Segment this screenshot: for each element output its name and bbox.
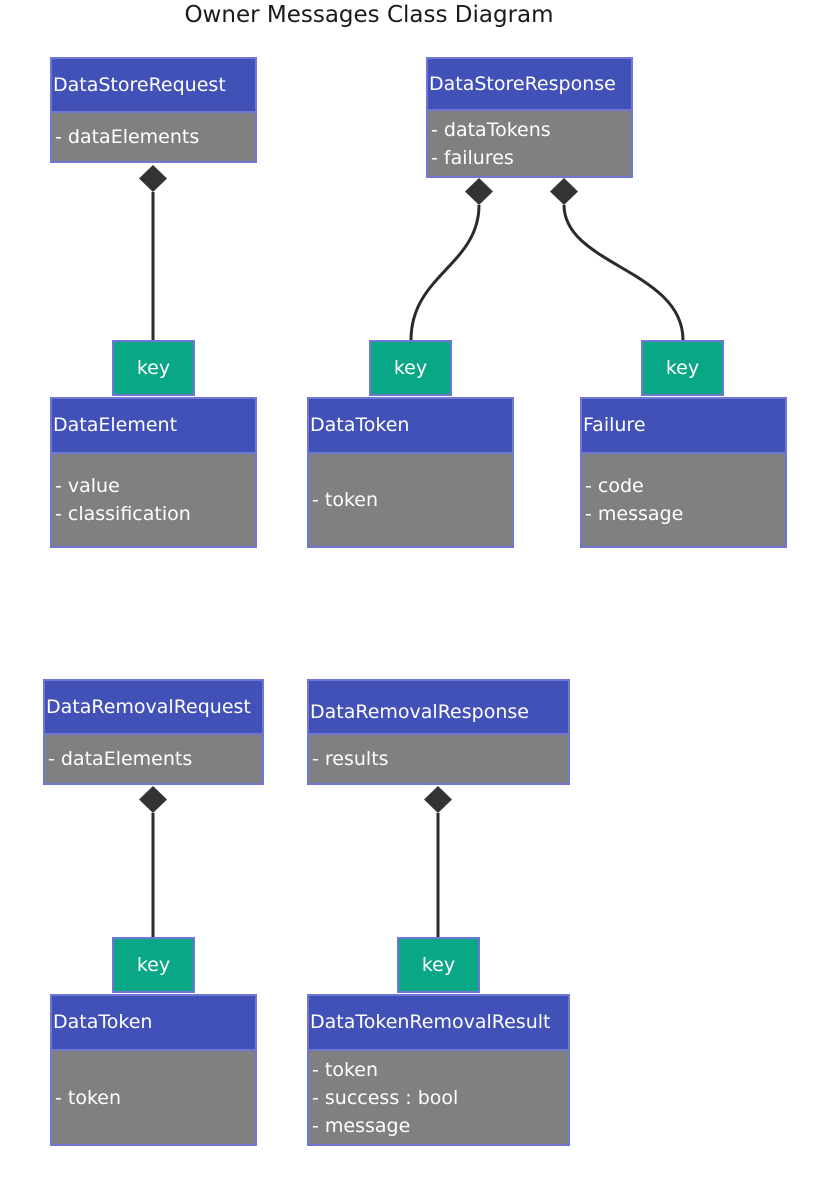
- key-label: key: [112, 937, 195, 993]
- class-datatokenremovalresult[interactable]: DataTokenRemovalResult - token - success…: [307, 994, 570, 1146]
- class-attribute: - dataElements: [48, 748, 193, 770]
- class-name: DataToken: [309, 399, 512, 454]
- composition-diamond: [465, 178, 493, 205]
- class-attribute: - classification: [55, 503, 191, 525]
- class-attributes: - token: [52, 1051, 255, 1144]
- key-label: key: [397, 937, 480, 993]
- class-attribute: - success : bool: [312, 1086, 459, 1109]
- class-name: DataToken: [52, 996, 255, 1051]
- class-attribute: - value: [55, 475, 120, 497]
- class-attribute: - failures: [431, 146, 514, 169]
- class-attribute: - dataTokens: [431, 118, 551, 141]
- class-attribute: - token: [55, 1086, 122, 1109]
- class-attributes: - dataElements: [45, 735, 262, 783]
- class-attributes: - dataTokens - failures: [428, 111, 631, 176]
- class-name: DataElement: [52, 399, 255, 454]
- class-attribute: - results: [312, 748, 389, 770]
- class-attributes: - code - message: [582, 454, 785, 546]
- class-datastorerequest[interactable]: DataStoreRequest - dataElements: [50, 57, 257, 163]
- class-attributes: - dataElements: [52, 113, 255, 161]
- diagram-title: Owner Messages Class Diagram: [184, 2, 554, 28]
- composition-diamond: [139, 786, 167, 813]
- class-dataremovalresponse[interactable]: DataRemovalResponse - results: [307, 679, 570, 785]
- class-datatoken[interactable]: DataToken - token: [307, 397, 514, 548]
- class-name: Failure: [582, 399, 785, 454]
- composition-diamond: [424, 786, 452, 813]
- class-failure[interactable]: Failure - code - message: [580, 397, 787, 548]
- class-attributes: - token: [309, 454, 512, 546]
- class-dataremovalrequest[interactable]: DataRemovalRequest - dataElements: [43, 679, 264, 785]
- class-attributes: - token - success : bool - message: [309, 1051, 568, 1144]
- class-name: DataRemovalResponse: [309, 681, 568, 735]
- class-datatoken[interactable]: DataToken - token: [50, 994, 257, 1146]
- class-attribute: - message: [312, 1114, 411, 1137]
- class-attribute: - token: [312, 489, 379, 511]
- class-name: DataStoreRequest: [52, 59, 255, 113]
- class-attribute: - message: [585, 503, 684, 525]
- class-name: DataTokenRemovalResult: [309, 996, 568, 1051]
- key-label: key: [641, 340, 724, 396]
- class-attribute: - code: [585, 475, 644, 497]
- key-label: key: [112, 340, 195, 396]
- class-dataelement[interactable]: DataElement - value - classification: [50, 397, 257, 548]
- edge-datastoreresponse-failure: [562, 204, 685, 341]
- key-label: key: [369, 340, 452, 396]
- class-datastoreresponse[interactable]: DataStoreResponse - dataTokens - failure…: [426, 57, 633, 178]
- class-attribute: - dataElements: [55, 126, 200, 148]
- class-attributes: - value - classification: [52, 454, 255, 546]
- edge-datastoreresponse-datatoken: [409, 204, 481, 341]
- class-attribute: - token: [312, 1058, 379, 1081]
- composition-diamond: [139, 165, 167, 192]
- class-attributes: - results: [309, 735, 568, 783]
- class-name: DataStoreResponse: [428, 59, 631, 111]
- composition-diamond: [550, 178, 578, 205]
- class-name: DataRemovalRequest: [45, 681, 262, 735]
